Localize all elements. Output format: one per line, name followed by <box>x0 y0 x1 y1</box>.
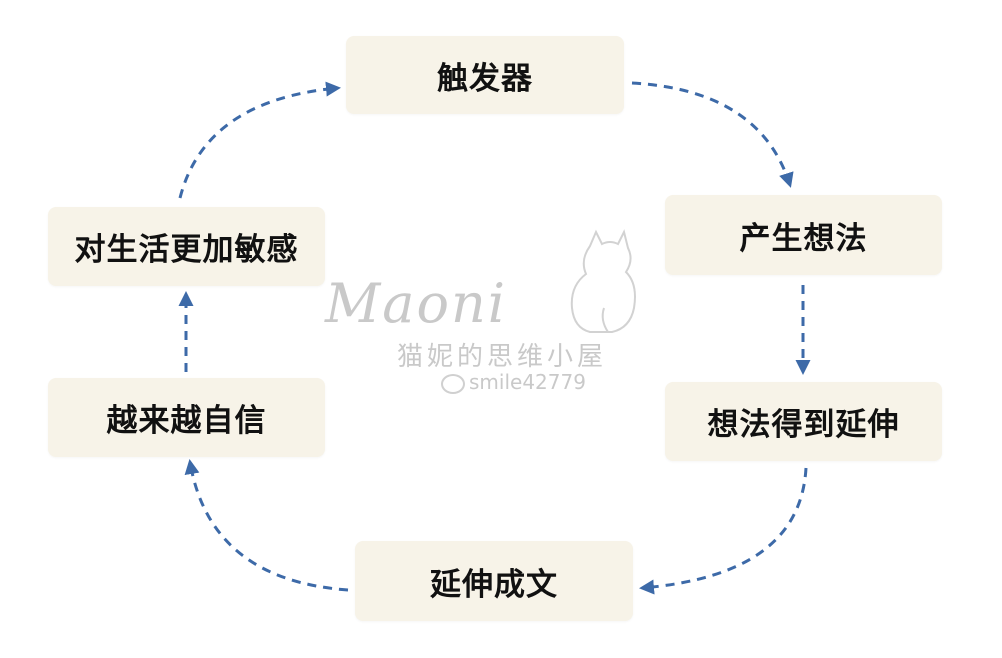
node-confidence: 越来越自信 <box>48 378 325 457</box>
arrow-extend-to-write <box>639 467 808 595</box>
node-trigger: 触发器 <box>346 36 624 114</box>
arrow-trigger-to-idea <box>631 81 794 188</box>
node-sensitive: 对生活更加敏感 <box>48 207 325 286</box>
node-extend: 想法得到延伸 <box>665 382 942 461</box>
arrow-write-to-confidence <box>184 459 349 592</box>
node-write: 延伸成文 <box>355 541 633 621</box>
node-idea: 产生想法 <box>665 195 942 275</box>
arrow-sensitive-to-trigger <box>178 81 341 199</box>
